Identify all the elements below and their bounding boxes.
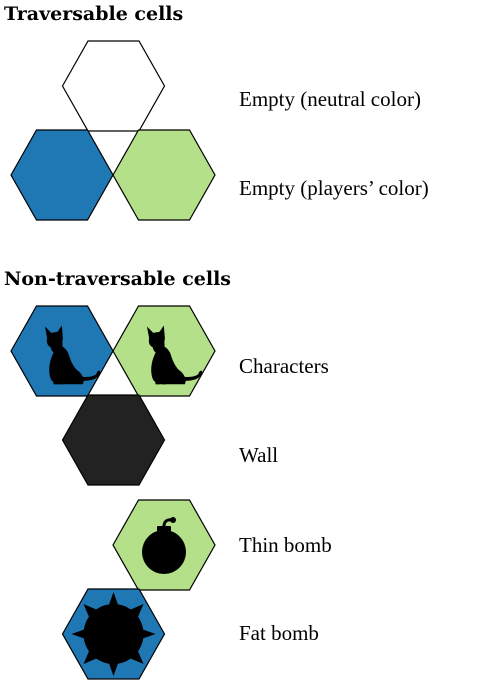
traversable-heading: Traversable cells [4, 3, 183, 25]
label-empty-neutral: Empty (neutral color) [239, 87, 421, 111]
green-character-cell [112, 305, 216, 397]
fat-bomb-cell [61, 588, 166, 680]
label-empty-players: Empty (players’ color) [239, 176, 429, 200]
label-wall: Wall [239, 443, 278, 467]
wall-cell [61, 394, 166, 486]
green-empty-cell [112, 129, 216, 221]
label-characters: Characters [239, 354, 329, 378]
label-fat-bomb: Fat bomb [239, 621, 319, 645]
non-traversable-heading: Non-traversable cells [4, 268, 231, 290]
neutral-empty-cell [61, 40, 166, 132]
label-thin-bomb: Thin bomb [239, 533, 332, 557]
blue-empty-cell [10, 129, 114, 221]
blue-character-cell [10, 305, 114, 397]
fat-bomb-icon [71, 592, 156, 676]
thin-bomb-cell [112, 499, 216, 591]
